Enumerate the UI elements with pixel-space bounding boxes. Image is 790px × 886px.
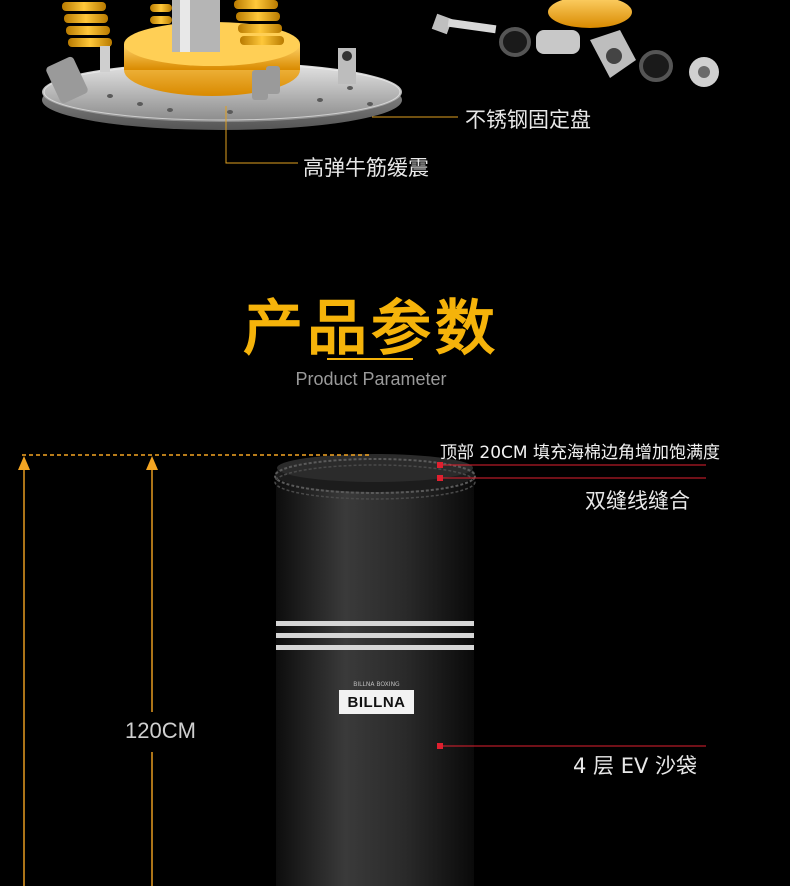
center-shaft bbox=[172, 0, 220, 52]
bag-stripe bbox=[276, 633, 474, 638]
spec-layers: 4 层 EV 沙袋 bbox=[573, 754, 698, 778]
section-title: 产品参数 bbox=[243, 294, 499, 364]
spec-markers bbox=[437, 462, 706, 749]
height-dimension bbox=[18, 454, 372, 886]
height-label: 120CM bbox=[125, 718, 196, 743]
section-subtitle: Product Parameter bbox=[295, 369, 447, 389]
brand-tagline: BILLNA BOXING bbox=[353, 681, 400, 688]
spec-top-fill: 顶部 20CM 填充海棉边角增加饱满度 bbox=[440, 443, 720, 463]
bag-stripe bbox=[276, 645, 474, 650]
hardware-parts bbox=[431, 0, 719, 87]
spec-seam: 双缝线缝合 bbox=[585, 489, 690, 513]
bag-stripe bbox=[276, 621, 474, 626]
title-underline bbox=[327, 358, 413, 360]
callout-leader-lines bbox=[225, 106, 458, 164]
brand-logo: BILLNA bbox=[339, 690, 414, 714]
shock-callout-label: 高弹牛筋缓震 bbox=[303, 156, 429, 180]
mounting-brackets bbox=[46, 46, 356, 104]
shock-spring bbox=[62, 0, 284, 47]
plate-callout-label: 不锈钢固定盘 bbox=[465, 108, 591, 132]
punching-bag bbox=[274, 454, 476, 886]
